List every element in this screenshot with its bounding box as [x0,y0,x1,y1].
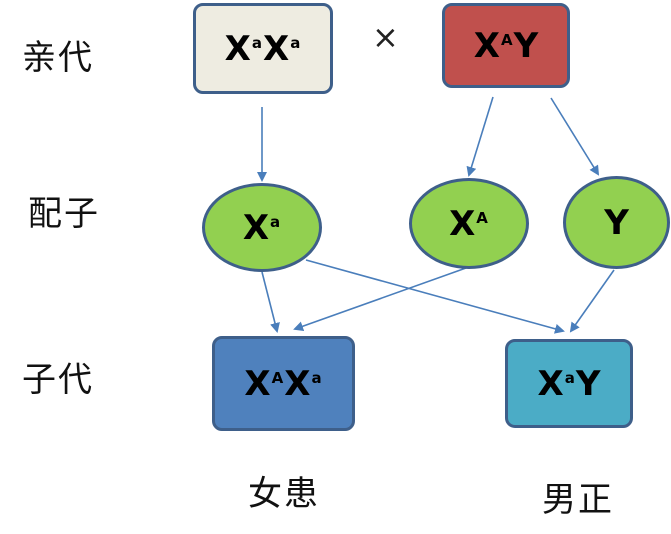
genotype-text: XaY [537,363,601,404]
gamete-text: Xa [242,207,281,248]
gamete-xA-ellipse: XA [409,178,529,269]
parent-male-box: XAY [442,3,570,88]
gamete-xa-ellipse: Xa [202,183,322,272]
genotype-text: XAXa [244,363,322,404]
parent-female-box: XaXa [193,3,333,94]
gamete-y-ellipse: Y [563,176,670,269]
arrow-y-to-son [569,269,615,333]
gamete-text: XA [449,203,488,244]
daughter-caption: 女患 [248,474,320,514]
son-caption: 男正 [542,480,614,520]
genotype-text: XAY [473,25,539,66]
row-label-offspring: 子代 [22,360,94,400]
row-label-parents: 亲代 [22,38,94,78]
gamete-text: Y [604,202,629,243]
arrow-xA-to-daughter [293,267,467,332]
arrow-male-to-gamete-y [550,97,600,176]
arrow-male-to-gamete-xA [466,96,494,177]
offspring-daughter-box: XAXa [212,336,355,431]
genotype-text: XaXa [224,28,301,69]
cross-symbol: × [372,18,399,56]
row-label-gametes: 配子 [28,194,100,234]
arrow-xa-to-son [305,259,565,334]
arrow-xa-to-daughter [261,271,280,333]
offspring-son-box: XaY [505,339,633,428]
